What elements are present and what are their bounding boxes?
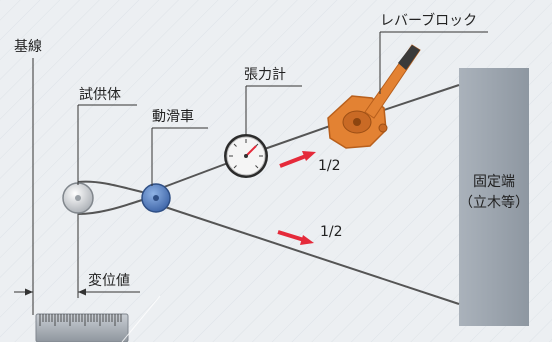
specimen-label: 試供体 — [79, 87, 121, 103]
rope-specimen-loop — [77, 180, 143, 215]
ruler-icon — [35, 313, 129, 342]
ruler-guide-line — [121, 295, 161, 342]
moving-pulley-label: 動滑車 — [152, 108, 194, 125]
rope-gauge-to-block — [255, 125, 331, 153]
baseline-marker: 基線 — [14, 38, 42, 315]
lever-block: レバーブロック — [327, 12, 488, 149]
displacement-label: 変位値 — [88, 272, 130, 289]
lever-block-label: レバーブロック — [380, 12, 477, 29]
red-arrow-icon-lower: 1/2 — [277, 224, 343, 245]
specimen: 試供体 — [62, 87, 137, 214]
rope-block-to-wall — [374, 84, 460, 114]
fixed-end-block: 固定端 （立木等） — [459, 68, 529, 326]
rope-pulley-to-gauge — [155, 159, 237, 191]
tension-meter-label: 張力計 — [244, 67, 286, 83]
rope-pulley-to-wall — [155, 203, 460, 305]
rope-lines — [77, 84, 460, 305]
red-arrow-icon-upper: 1/2 — [279, 151, 341, 174]
ratio-upper-label: 1/2 — [318, 158, 341, 174]
fixed-end-label: 固定端 — [473, 174, 515, 190]
dial-gauge-icon: 張力計 — [224, 67, 302, 178]
baseline-label: 基線 — [14, 38, 42, 55]
moving-pulley: 動滑車 — [141, 108, 208, 213]
fixed-end-sublabel: （立木等） — [459, 194, 529, 211]
displacement-dimension: 変位値 — [14, 212, 140, 298]
ratio-lower-label: 1/2 — [320, 224, 343, 240]
